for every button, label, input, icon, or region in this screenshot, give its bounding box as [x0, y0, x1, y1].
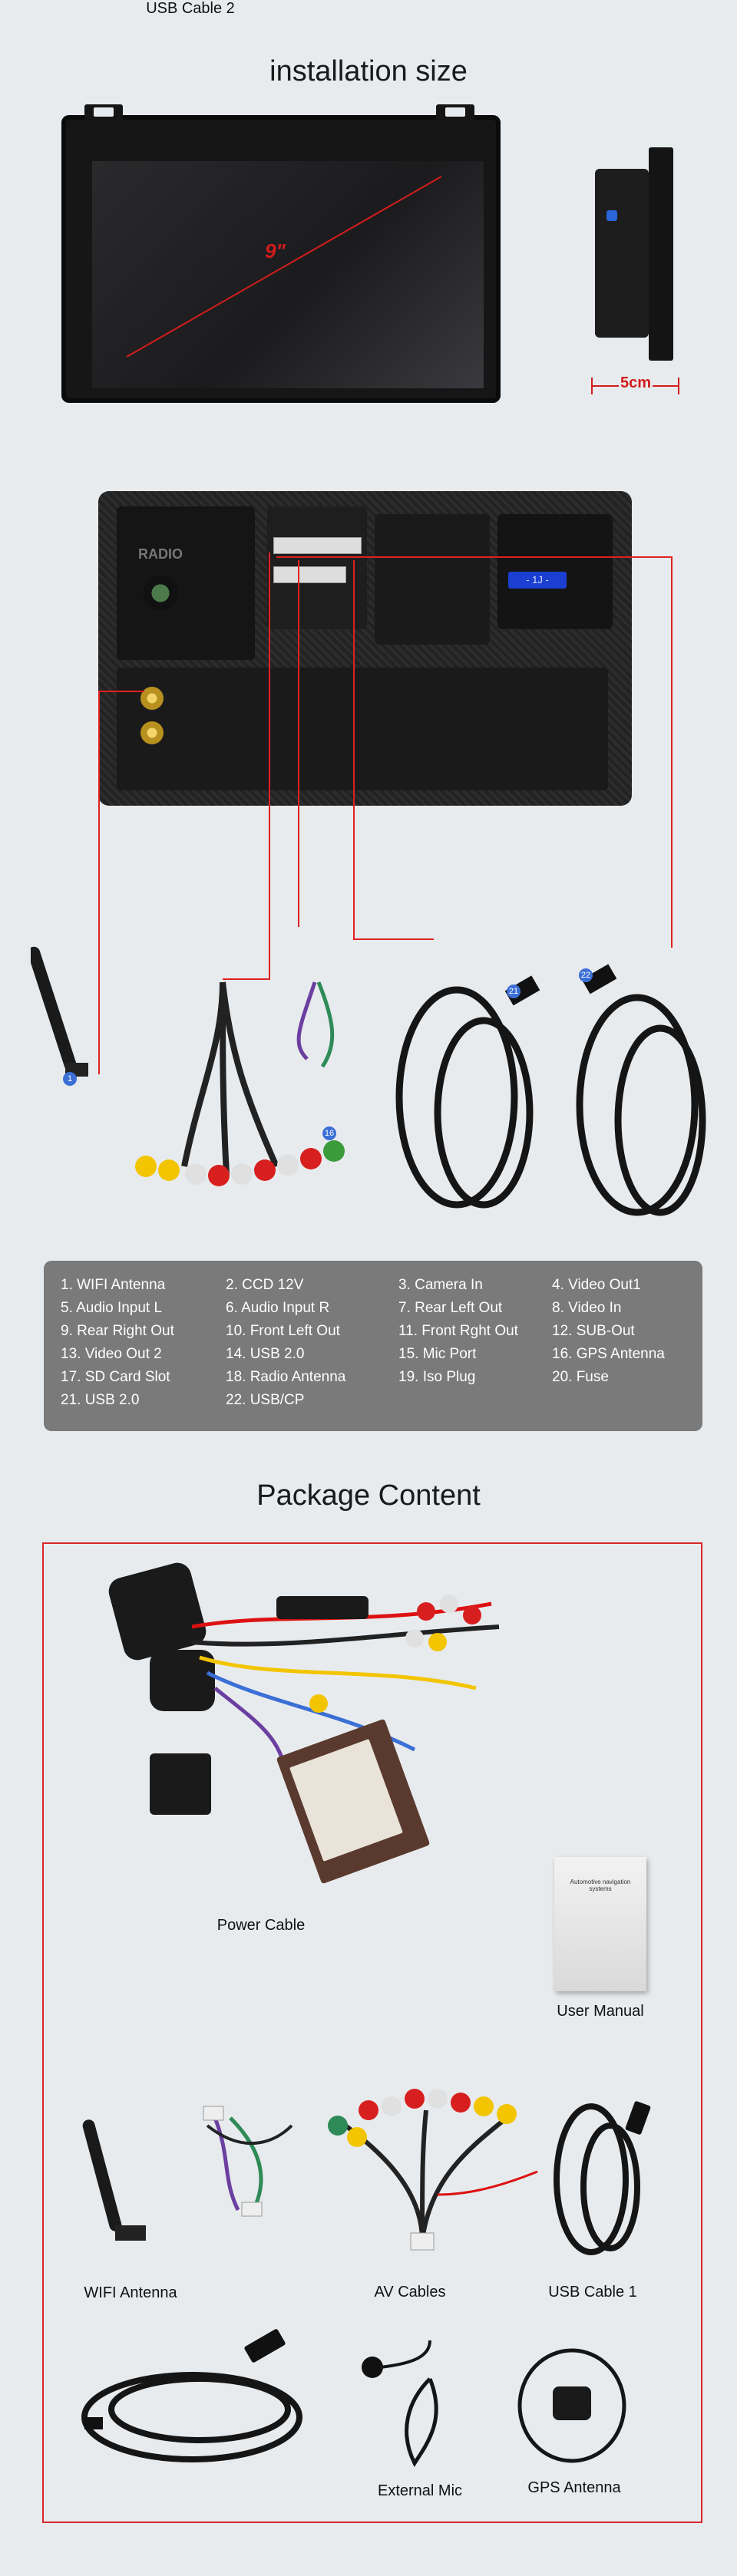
legend-item: 6. Audio Input R [226, 1300, 330, 1316]
cable-marker-1: 1 [63, 1072, 77, 1086]
legend-item: 1. WIFI Antenna [61, 1277, 166, 1293]
legend-item: 11. Front Rght Out [398, 1323, 518, 1339]
legend-item: 8. Video In [552, 1300, 622, 1316]
callout-line-4-h [353, 938, 434, 940]
legend-item: 2. CCD 12V [226, 1277, 304, 1293]
legend-item: 16. GPS Antenna [552, 1346, 665, 1362]
diagonal-line [126, 176, 442, 358]
legend-item: 19. Iso Plug [398, 1369, 476, 1385]
gps-antenna-image [517, 2348, 626, 2463]
label-usb-cable-1: USB Cable 1 [548, 2284, 637, 2301]
legend-item: 13. Video Out 2 [61, 1346, 162, 1362]
callout-line-2 [269, 552, 270, 978]
screen-size-label: 9" [265, 239, 286, 262]
back-panel-image [98, 491, 632, 806]
depth-label: 5cm [619, 374, 653, 392]
label-gps-antenna: GPS Antenna [527, 2479, 621, 2496]
legend-item: 3. Camera In [398, 1277, 483, 1293]
legend-item: 15. Mic Port [398, 1346, 477, 1362]
av-cables-image [328, 2089, 538, 2251]
monitor-front-image [61, 104, 501, 403]
legend-item: 4. Video Out1 [552, 1277, 641, 1293]
label-av-cables: AV Cables [374, 2284, 446, 2301]
power-cable-connector [150, 1753, 211, 1815]
legend-item: 10. Front Left Out [226, 1323, 340, 1339]
installation-title: installation size [269, 55, 468, 87]
callout-line-1 [98, 691, 100, 1074]
monitor-side-image [595, 147, 676, 361]
cable-marker-16: 16 [322, 1126, 336, 1140]
label-usb-cable-2: USB Cable 2 [146, 0, 235, 17]
legend-item: 18. Radio Antenna [226, 1369, 346, 1385]
callout-line-5-h [276, 556, 673, 558]
cable-marker-22: 22 [579, 968, 593, 982]
legend-item: 17. SD Card Slot [61, 1369, 170, 1385]
wifi-antenna-image [82, 2119, 146, 2241]
usb-cable-1-image [554, 2101, 651, 2255]
callout-line-2-h [223, 978, 270, 980]
power-cable-wires [191, 1595, 500, 1766]
legend-item: 20. Fuse [552, 1369, 609, 1385]
legend-item: 5. Audio Input L [61, 1300, 163, 1316]
callout-line-5 [671, 556, 673, 948]
small-harness-image [203, 2106, 293, 2217]
legend-item: 7. Rear Left Out [398, 1300, 503, 1316]
callout-line-1-h [98, 691, 144, 692]
callout-line-4 [353, 560, 355, 940]
external-mic-image [362, 2340, 438, 2467]
legend-item: 12. SUB-Out [552, 1323, 635, 1339]
label-user-manual: User Manual [557, 2003, 644, 2020]
legend-item: 14. USB 2.0 [226, 1346, 305, 1362]
legend-item: 21. USB 2.0 [61, 1392, 140, 1408]
legend-item: 22. USB/CP [226, 1392, 305, 1408]
label-external-mic: External Mic [377, 2482, 463, 2499]
callout-line-3 [298, 560, 299, 927]
cables-image [31, 946, 706, 1216]
user-manual-image: Automotive navigation systems [554, 1857, 646, 1991]
connector-legend: 1. WIFI Antenna 2. CCD 12V 3. Camera In … [44, 1261, 702, 1431]
usb-cable-2-image [81, 2329, 302, 2462]
manual-cover-text: Automotive navigation systems [570, 1878, 631, 1892]
label-wifi-antenna: WIFI Antenna [84, 2284, 177, 2301]
cable-marker-21: 21 [507, 985, 521, 998]
package-title: Package Content [256, 1479, 481, 1512]
label-power-cable: Power Cable [216, 1917, 306, 1934]
radio-text: RADIO [138, 546, 183, 562]
package-content-box [42, 1542, 702, 2523]
blue-sticker: - 1J - [508, 572, 567, 589]
legend-item: 9. Rear Right Out [61, 1323, 174, 1339]
